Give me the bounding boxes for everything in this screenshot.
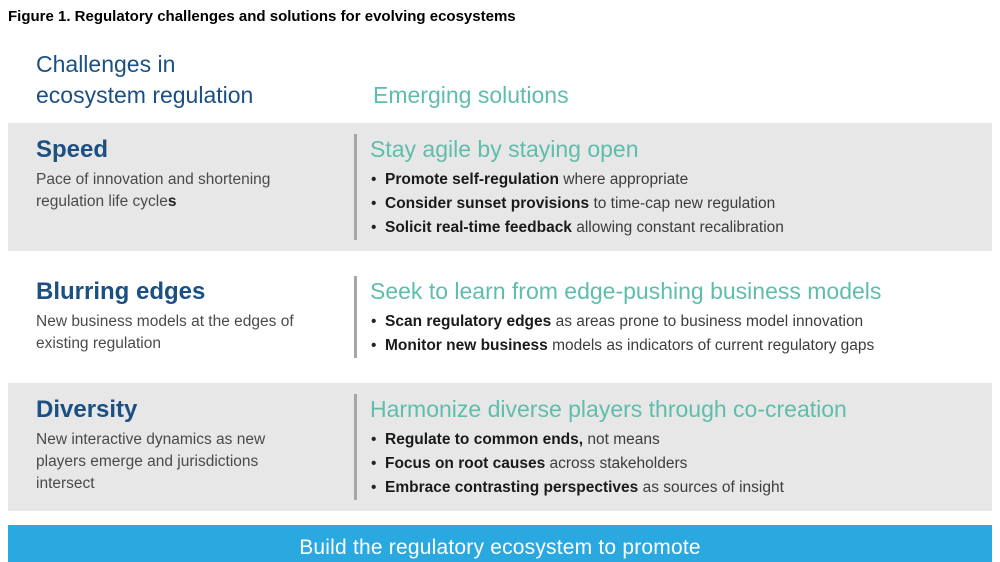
bullet-lead: Scan regulatory edges	[385, 313, 552, 330]
solution-bullet: Solicit real-time feedback allowing cons…	[370, 216, 984, 240]
bullet-lead: Regulate to common ends,	[385, 431, 584, 448]
bullet-rest: as sources of insight	[638, 479, 784, 496]
solution-bullet-list: Regulate to common ends, not means Focus…	[370, 428, 984, 500]
challenge-cell: Diversity New interactive dynamics as ne…	[8, 383, 354, 511]
solution-bullet: Monitor new business models as indicator…	[370, 334, 984, 358]
challenge-row-speed: Speed Pace of innovation and shortening …	[8, 123, 992, 251]
challenges-header-line1: Challenges in	[36, 51, 176, 77]
challenge-description: New business models at the edges of exis…	[36, 311, 300, 355]
solution-bullet: Regulate to common ends, not means	[370, 428, 984, 452]
challenge-row-blurring-edges: Blurring edges New business models at th…	[8, 265, 992, 369]
challenge-title: Diversity	[36, 396, 138, 423]
solution-bullet-list: Scan regulatory edges as areas prone to …	[370, 310, 984, 358]
solutions-panel: Stay agile by staying open Promote self-…	[354, 134, 992, 240]
bullet-rest: not means	[583, 431, 660, 448]
column-headers: Challenges in ecosystem regulation Emerg…	[8, 49, 992, 111]
challenge-row-diversity: Diversity New interactive dynamics as ne…	[8, 383, 992, 511]
bullet-rest: to time-cap new regulation	[589, 195, 776, 212]
bullet-rest: across stakeholders	[545, 455, 688, 472]
solutions-panel: Seek to learn from edge-pushing business…	[354, 276, 992, 358]
challenge-description: New interactive dynamics as new players …	[36, 429, 300, 495]
column-header-challenges: Challenges in ecosystem regulation	[8, 49, 354, 111]
bullet-rest: models as indicators of current regulato…	[547, 337, 875, 354]
bullet-rest: allowing constant recalibration	[571, 219, 784, 236]
challenge-title: Speed	[36, 136, 109, 163]
challenge-cell: Speed Pace of innovation and shortening …	[8, 123, 354, 251]
challenge-description-text: New business models at the edges of exis…	[36, 313, 294, 352]
challenge-title: Blurring edges	[36, 278, 206, 305]
challenge-description-text: Pace of innovation and shortening regula…	[36, 171, 271, 210]
bullet-lead: Embrace contrasting perspectives	[385, 479, 639, 496]
solution-bullet: Promote self-regulation where appropriat…	[370, 168, 984, 192]
solution-bullet: Embrace contrasting perspectives as sour…	[370, 476, 984, 500]
bullet-rest: as areas prone to business model innovat…	[551, 313, 864, 330]
bottom-banner: Build the regulatory ecosystem to promot…	[8, 525, 992, 562]
challenge-cell: Blurring edges New business models at th…	[8, 265, 354, 369]
solution-bullet: Consider sunset provisions to time-cap n…	[370, 192, 984, 216]
challenge-description: Pace of innovation and shortening regula…	[36, 169, 300, 213]
figure-title: Figure 1. Regulatory challenges and solu…	[8, 8, 516, 25]
bullet-rest: where appropriate	[558, 171, 689, 188]
bullet-lead: Consider sunset provisions	[385, 195, 590, 212]
solution-bullet: Focus on root causes across stakeholders	[370, 452, 984, 476]
bullet-lead: Solicit real-time feedback	[385, 219, 572, 236]
challenge-description-text: New interactive dynamics as new players …	[36, 431, 266, 492]
solution-bullet: Scan regulatory edges as areas prone to …	[370, 310, 984, 334]
banner-text: Build the regulatory ecosystem to promot…	[299, 536, 701, 559]
bullet-lead: Promote self-regulation	[385, 171, 559, 188]
solution-heading: Seek to learn from edge-pushing business…	[370, 278, 882, 304]
solutions-panel: Harmonize diverse players through co-cre…	[354, 394, 992, 500]
bullet-lead: Focus on root causes	[385, 455, 546, 472]
bullet-lead: Monitor new business	[385, 337, 548, 354]
solution-heading: Harmonize diverse players through co-cre…	[370, 396, 847, 422]
solution-heading: Stay agile by staying open	[370, 136, 639, 162]
challenge-description-bold-suffix: s	[167, 193, 177, 210]
solution-bullet-list: Promote self-regulation where appropriat…	[370, 168, 984, 240]
challenges-header-line2: ecosystem regulation	[36, 82, 254, 108]
column-header-solutions: Emerging solutions	[373, 82, 569, 108]
